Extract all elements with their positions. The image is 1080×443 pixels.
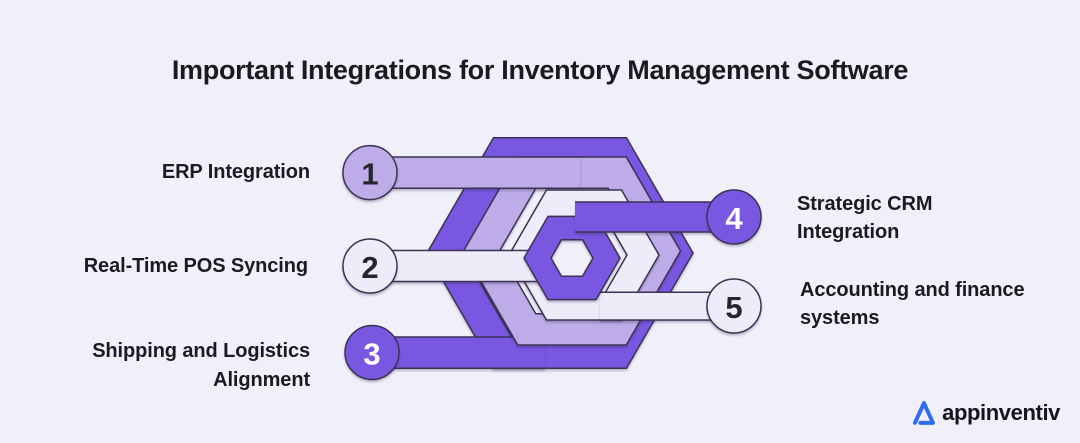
appinventiv-logo-mark-icon [913,401,936,425]
number-label-2: 2 [361,250,378,285]
item-label-accounting: Accounting and finance systems [800,279,1025,329]
connector-bar-1 [369,156,580,189]
number-circle-1 [342,144,398,201]
number-label-4: 4 [725,201,743,236]
item-label-erp: ERP Integration [161,161,310,183]
number-circle-3 [344,324,400,381]
number-label-1: 1 [361,157,378,192]
number-circle-2 [342,238,398,294]
appinventiv-logo: appinventiv [910,398,1060,427]
page-title: Important Integrations for Inventory Man… [171,55,909,85]
number-label-3: 3 [363,337,380,372]
number-circle-5 [706,278,762,334]
item-label-pos: Real-Time POS Syncing [83,255,308,277]
item-label-crm: Strategic CRM Integration [797,193,933,243]
item-label-shipping: Shipping and Logistics Alignment [92,340,310,391]
hexagon-ring-inner [523,215,621,301]
number-circle-4 [706,189,762,245]
number-label-5: 5 [725,290,742,325]
appinventiv-logo-text: appinventiv [942,399,1060,425]
